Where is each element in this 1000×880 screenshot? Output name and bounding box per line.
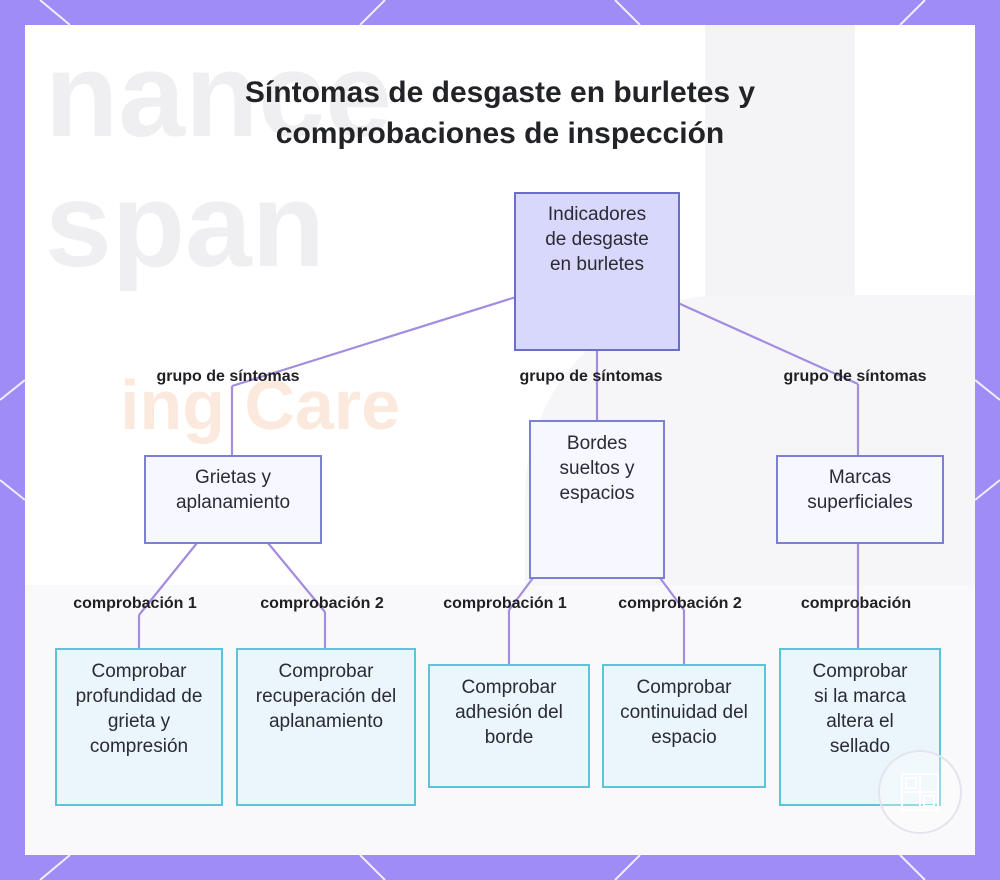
background-text: nance <box>45 28 392 162</box>
edge-label-edges-check2: comprobación 2 <box>618 595 742 612</box>
edge-cracks-check2 <box>267 542 326 613</box>
edge-label-edges-check1: comprobación 1 <box>443 595 567 612</box>
title-line: comprobaciones de inspección <box>275 117 725 150</box>
background-text: span <box>45 158 326 292</box>
node-root: Indicadores de desgaste en burletes <box>514 192 680 351</box>
node-label: Indicadores de desgaste en burletes <box>545 204 649 275</box>
node-label: Comprobar si la marca altera el sellado <box>812 661 908 757</box>
edge-label-root-edges: grupo de síntomas <box>519 368 663 385</box>
edge-root-marks <box>677 301 859 386</box>
edge-label-root-cracks: grupo de síntomas <box>156 368 300 385</box>
node-label: Comprobar adhesión del borde <box>455 677 563 748</box>
background-text: ing Care <box>120 366 401 444</box>
node-label: Bordes sueltos y espacios <box>559 433 635 504</box>
edge-root-cracks <box>231 295 517 388</box>
title-line: Síntomas de desgaste en burletes y <box>244 76 756 109</box>
node-check-mark-seal: Comprobar si la marca altera el sellado <box>779 648 941 806</box>
edge-label-cracks-check2: comprobación 2 <box>260 595 384 612</box>
edge-edges-check1 <box>508 577 534 611</box>
node-check-crack-depth: Comprobar profundidad de grieta y compre… <box>55 648 223 806</box>
node-label: Comprobar continuidad del espacio <box>620 677 748 748</box>
node-check-flattening: Comprobar recuperación del aplanamiento <box>236 648 416 806</box>
node-check-edge-adhesion: Comprobar adhesión del borde <box>428 664 590 788</box>
edge-edges-check2 <box>659 577 685 611</box>
node-group-cracks: Grietas y aplanamiento <box>144 455 322 544</box>
window-frame-icon-glyph <box>901 773 939 811</box>
node-group-edges: Bordes sueltos y espacios <box>529 420 665 579</box>
node-group-marks: Marcas superficiales <box>776 455 944 544</box>
edge-label-marks-check: comprobación <box>800 595 912 612</box>
node-label: Marcas superficiales <box>807 467 913 513</box>
node-label: Comprobar recuperación del aplanamiento <box>255 661 397 732</box>
edge-cracks-check1 <box>138 542 198 616</box>
node-label: Grietas y aplanamiento <box>175 467 291 513</box>
diagram-title: Síntomas de desgaste en burletes y compr… <box>0 72 1000 154</box>
edge-label-cracks-check1: comprobación 1 <box>73 595 197 612</box>
node-label: Comprobar profundidad de grieta y compre… <box>75 661 203 757</box>
node-check-gap-continuity: Comprobar continuidad del espacio <box>602 664 766 788</box>
edge-label-root-marks: grupo de síntomas <box>783 368 927 385</box>
window-frame-icon <box>878 750 962 834</box>
